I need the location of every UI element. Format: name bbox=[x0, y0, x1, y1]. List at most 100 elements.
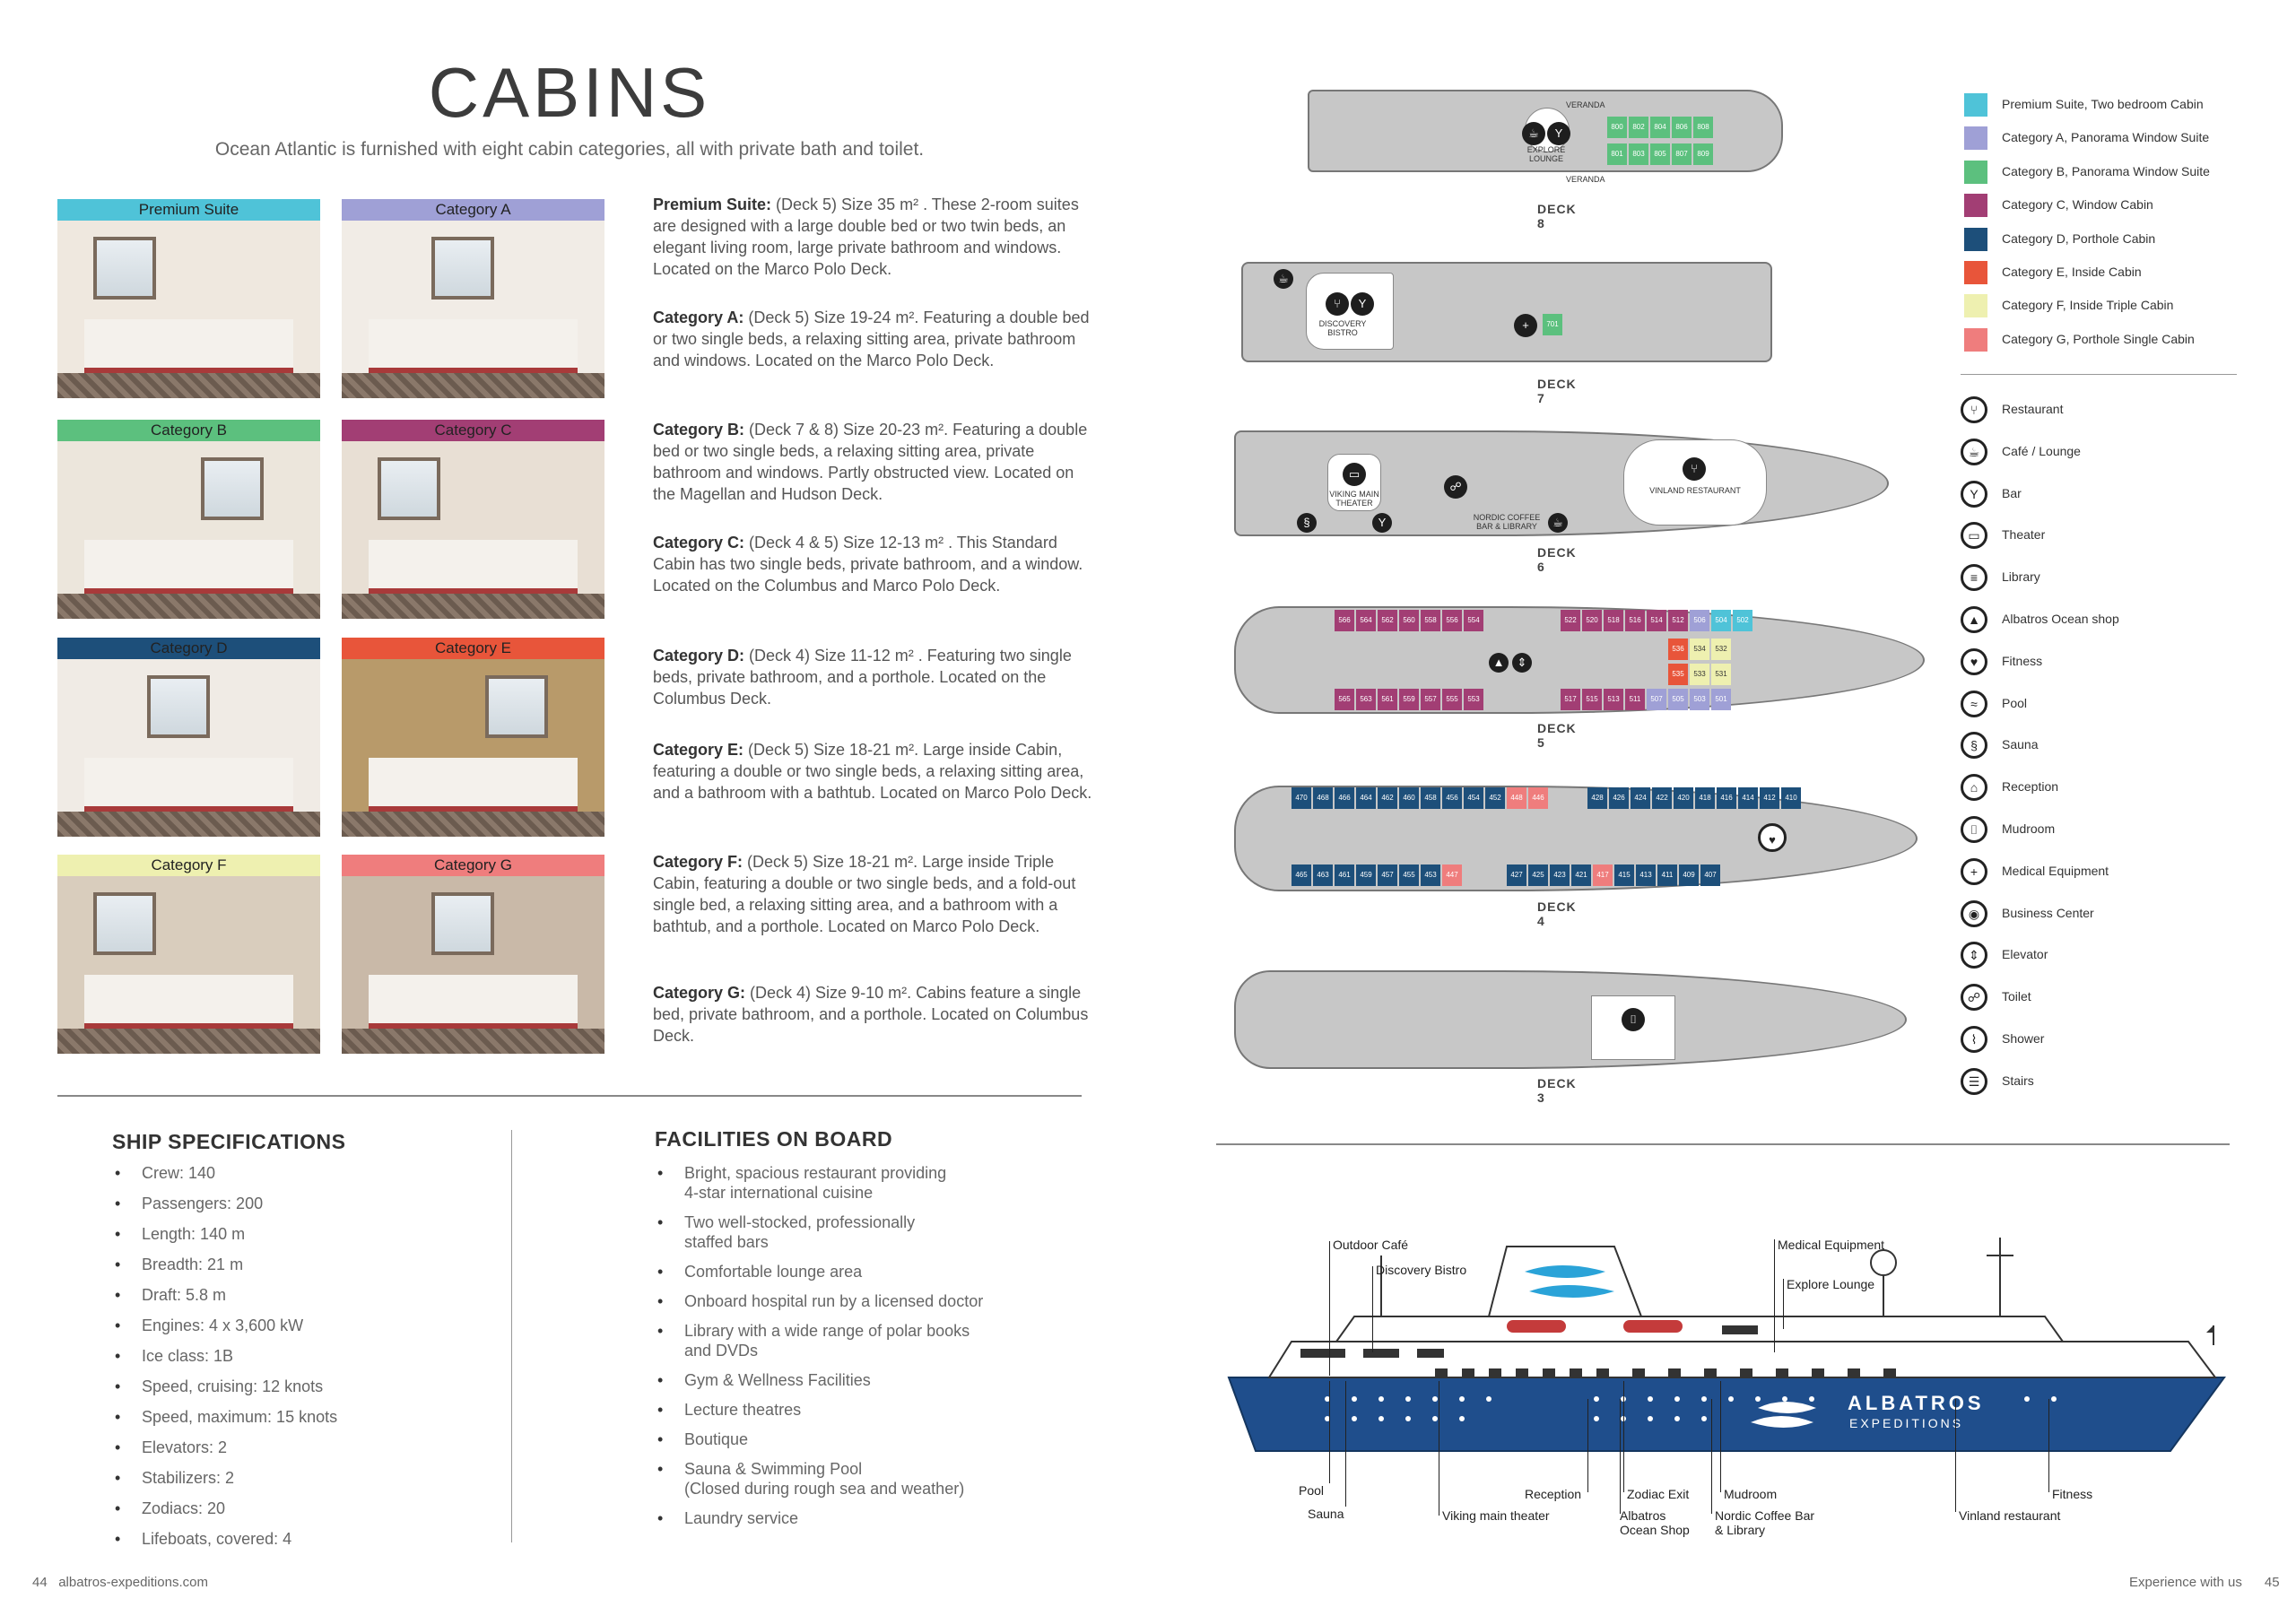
funnel-logo bbox=[1525, 1265, 1614, 1298]
divider bbox=[511, 1130, 512, 1542]
legend-label: Category F, Inside Triple Cabin bbox=[2002, 298, 2174, 313]
pool-icon: ≈ bbox=[1961, 690, 1987, 717]
legend-label: Category B, Panorama Window Suite bbox=[2002, 163, 2210, 178]
cabin-description-text: (Deck 5) Size 19-24 m². Featuring a doub… bbox=[653, 308, 1090, 369]
cabin-card: Category D bbox=[57, 638, 320, 837]
cabin: 428 bbox=[1587, 787, 1607, 809]
stairs-icon: ☰ bbox=[1961, 1067, 1987, 1095]
cabin: 800 bbox=[1607, 117, 1627, 138]
legend-swatch bbox=[1964, 160, 1987, 184]
cabin-description-text: (Deck 7 & 8) Size 20-23 m². Featuring a … bbox=[653, 421, 1088, 503]
spec-item: Passengers: 200 bbox=[115, 1195, 337, 1225]
legend-label: Restaurant bbox=[2002, 402, 2064, 416]
label-zodiac-exit: Zodiac Exit bbox=[1627, 1487, 1690, 1501]
cabin-photo bbox=[342, 441, 604, 619]
cabin: 420 bbox=[1674, 787, 1693, 809]
cabin: 533 bbox=[1690, 664, 1709, 685]
specs-title: SHIP SPECIFICATIONS bbox=[112, 1130, 346, 1153]
cabin: 462 bbox=[1378, 787, 1397, 809]
cabin-description: Category A: (Deck 5) Size 19-24 m². Feat… bbox=[653, 307, 1094, 371]
cabin: 465 bbox=[1292, 864, 1311, 886]
legend-label: Reception bbox=[2002, 779, 2059, 795]
cabin-card: Category F bbox=[57, 855, 320, 1054]
cabin: 520 bbox=[1582, 610, 1602, 631]
legend-swatch bbox=[1964, 227, 1987, 251]
cabin: 512 bbox=[1668, 610, 1688, 631]
cabin: 426 bbox=[1609, 787, 1629, 809]
cabin: 801 bbox=[1607, 143, 1627, 165]
room-bed bbox=[369, 975, 578, 1030]
theater-icon: ▭ bbox=[1961, 522, 1987, 550]
discovery-bistro-label: DISCOVERY BISTRO bbox=[1318, 319, 1367, 337]
website-link[interactable]: albatros-expeditions.com bbox=[58, 1575, 208, 1590]
restaurant-icon: ⑂ bbox=[1961, 396, 1987, 423]
spec-item: Elevators: 2 bbox=[115, 1438, 337, 1469]
legend-label: Medical Equipment bbox=[2002, 863, 2109, 878]
legend-label: Toilet bbox=[2002, 989, 2031, 1004]
cabin-description-title: Category E: bbox=[653, 741, 744, 759]
legend-label: Category D, Porthole Cabin bbox=[2002, 230, 2156, 246]
legend-label: Category G, Porthole Single Cabin bbox=[2002, 331, 2195, 346]
bar-icon: Y bbox=[1351, 292, 1374, 316]
cabin: 503 bbox=[1690, 689, 1709, 710]
legend-label: Albatros Ocean shop bbox=[2002, 612, 2119, 626]
spec-item: Crew: 140 bbox=[115, 1164, 337, 1195]
label-pool: Pool bbox=[1299, 1483, 1325, 1498]
cabin: 456 bbox=[1442, 787, 1462, 809]
divider bbox=[1961, 374, 2237, 375]
cabin: 554 bbox=[1464, 610, 1483, 631]
spec-item: Length: 140 m bbox=[115, 1225, 337, 1255]
cabin-description-title: Category F: bbox=[653, 853, 744, 871]
cabin-description-title: Category A: bbox=[653, 308, 744, 326]
cabin: 513 bbox=[1604, 689, 1623, 710]
cabin: 562 bbox=[1378, 610, 1397, 631]
cabin-description: Category D: (Deck 4) Size 11-12 m² . Fea… bbox=[653, 645, 1094, 709]
room-carpet bbox=[57, 373, 320, 398]
cabin-photo bbox=[57, 441, 320, 619]
cafe-icon: ☕ bbox=[1548, 513, 1568, 533]
label-vinland-restaurant: Vinland restaurant bbox=[1959, 1508, 2061, 1523]
cabin: 415 bbox=[1614, 864, 1634, 886]
cabin: 411 bbox=[1657, 864, 1677, 886]
label-nordic-coffee-bar: Nordic Coffee Bar & Library bbox=[1715, 1508, 1815, 1537]
restaurant-icon: ⑂ bbox=[1683, 457, 1706, 481]
bar-icon: Y bbox=[1547, 122, 1570, 145]
cabin: 410 bbox=[1781, 787, 1801, 809]
legend-swatch bbox=[1964, 261, 1987, 284]
room-carpet bbox=[342, 1029, 604, 1054]
label-reception: Reception bbox=[1525, 1487, 1582, 1501]
cabin-card-label: Category A bbox=[342, 199, 604, 221]
cabin: 418 bbox=[1695, 787, 1715, 809]
deck-label: DECK 7 bbox=[1537, 377, 1577, 405]
cabin: 502 bbox=[1733, 610, 1752, 631]
ship-hull bbox=[1227, 1377, 2226, 1452]
deck-label: DECK 3 bbox=[1537, 1076, 1577, 1105]
porthole-row bbox=[1325, 1396, 2057, 1421]
cabin: 506 bbox=[1690, 610, 1709, 631]
legend-swatch bbox=[1964, 93, 1987, 117]
label-explore-lounge: Explore Lounge bbox=[1787, 1277, 1875, 1291]
legend-label: Café / Lounge bbox=[2002, 443, 2081, 458]
room-carpet bbox=[342, 812, 604, 837]
page-title: CABINS bbox=[428, 53, 711, 132]
cabin: 518 bbox=[1604, 610, 1623, 631]
cabin-card-label: Category G bbox=[342, 855, 604, 876]
cabin-description-text: (Deck 5) Size 18-21 m². Large inside Cab… bbox=[653, 741, 1092, 802]
cabin: 566 bbox=[1335, 610, 1354, 631]
room-bed bbox=[369, 758, 578, 813]
room-carpet bbox=[57, 812, 320, 837]
cabin-description: Category C: (Deck 4 & 5) Size 12-13 m² .… bbox=[653, 532, 1094, 596]
facility-item: Comfortable lounge area bbox=[657, 1262, 1052, 1282]
cabin: 553 bbox=[1464, 689, 1483, 710]
brand-name: ALBATROS bbox=[1848, 1392, 1985, 1414]
legend-label: Category E, Inside Cabin bbox=[2002, 265, 2142, 279]
facilities-list: Bright, spacious restaurant providing 4-… bbox=[657, 1163, 1052, 1538]
cabin-card-label: Category E bbox=[342, 638, 604, 659]
cabin-description-title: Category C: bbox=[653, 534, 745, 552]
room-bed bbox=[84, 319, 293, 375]
